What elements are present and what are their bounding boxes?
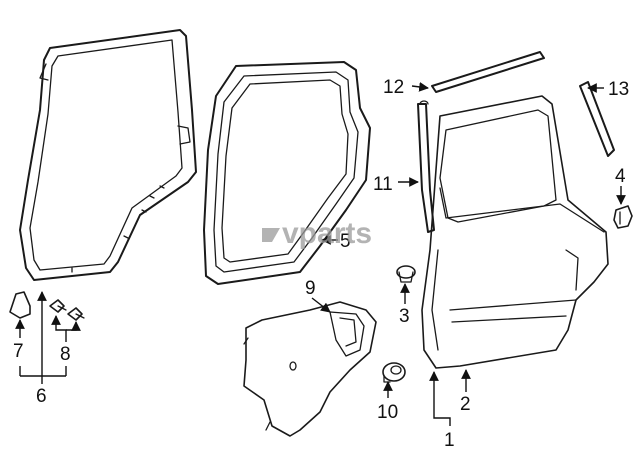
callout-12: 12 <box>383 77 404 98</box>
rear-door-shell <box>421 95 609 369</box>
callout-7: 7 <box>13 341 24 362</box>
callout-1: 1 <box>444 430 455 451</box>
body-side-weatherstrip <box>19 29 197 281</box>
rear-applique <box>579 81 615 157</box>
door-stopper <box>396 265 416 283</box>
callout-10: 10 <box>377 402 398 423</box>
leader-lines <box>15 82 626 426</box>
retainer-clips <box>49 299 85 321</box>
callout-8: 8 <box>60 344 71 365</box>
door-side-weatherstrip <box>203 61 371 285</box>
belt-moulding <box>431 51 545 93</box>
cap <box>9 291 31 319</box>
trim-clip <box>382 362 406 383</box>
callout-6: 6 <box>36 386 47 407</box>
watermark-text: vparts <box>282 217 372 250</box>
door-plug <box>613 205 633 229</box>
callout-11: 11 <box>373 174 393 195</box>
callout-4: 4 <box>615 166 626 187</box>
front-channel-trim <box>417 100 435 233</box>
callout-labels: 1 2 3 4 5 6 7 8 9 10 11 12 13 <box>13 77 629 451</box>
callout-3: 3 <box>399 306 410 327</box>
watermark-logo-icon <box>262 228 280 242</box>
callout-9: 9 <box>305 278 316 299</box>
callout-13: 13 <box>608 79 629 100</box>
watermark: vparts <box>262 217 372 250</box>
service-hole-cover <box>243 301 377 437</box>
callout-2: 2 <box>460 394 471 415</box>
callout-5: 5 <box>340 231 351 252</box>
